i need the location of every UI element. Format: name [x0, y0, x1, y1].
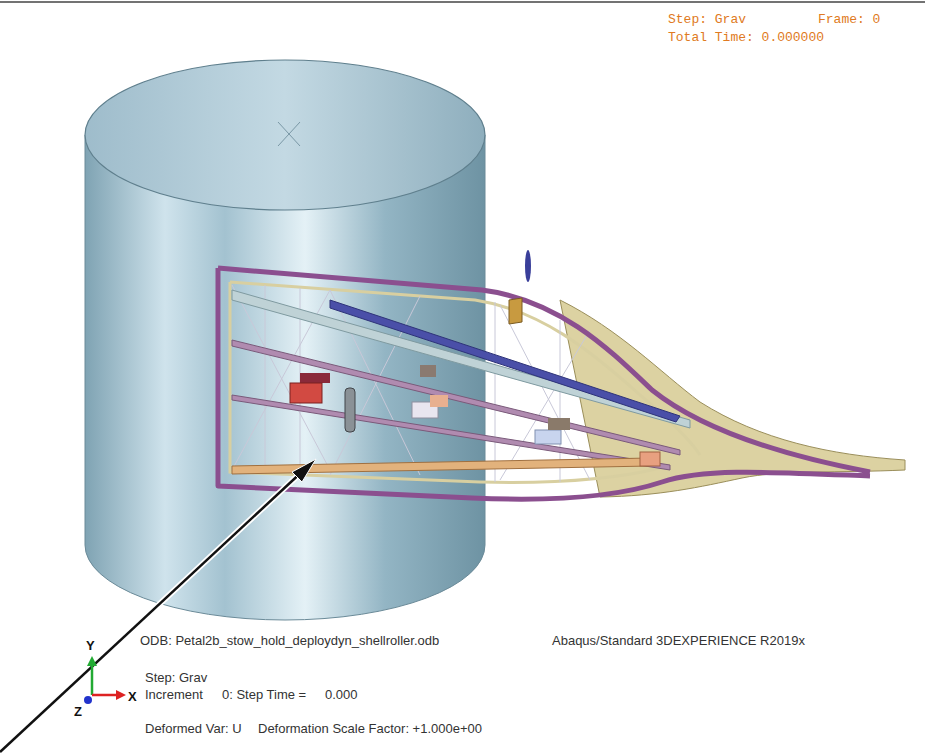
- y-axis-head: [87, 656, 97, 666]
- label-box: Increment: [145, 687, 203, 702]
- petal-frame: [218, 268, 870, 499]
- label-box: Y: [86, 638, 95, 653]
- label-box: Z: [74, 704, 82, 719]
- z-axis: [84, 696, 92, 704]
- cylinder-top: [85, 60, 485, 210]
- axis-label: Y: [86, 638, 95, 653]
- frame-line: [0, 1, 925, 3]
- viewport-text: ODB: Petal2b_stow_hold_deploydyn_shellro…: [140, 633, 439, 648]
- viewport-text: 0.000: [325, 687, 358, 702]
- viewport-text: Deformation Scale Factor: +1.000e+00: [258, 721, 482, 736]
- rail: [232, 340, 680, 455]
- label-box: Abaqus/Standard 3DEXPERIENCE R2019x: [552, 633, 805, 648]
- label-box: Deformed Var: U: [145, 721, 242, 736]
- brace-line: [500, 330, 590, 480]
- component: [420, 365, 436, 377]
- viewport-text: Frame: 0: [818, 12, 880, 27]
- viewport-text: Total Time: 0.000000: [668, 30, 824, 45]
- brace-line: [265, 285, 266, 472]
- viewport-text: 0: Step Time =: [222, 687, 306, 702]
- leader-head: [292, 459, 316, 482]
- axis-label: X: [128, 689, 137, 704]
- label-box: Frame: 0: [818, 12, 880, 27]
- label-box: Total Time: 0.000000: [668, 30, 824, 45]
- leader-line: [0, 468, 306, 752]
- x-axis: [92, 694, 118, 697]
- viewport-text: Step: Grav: [145, 670, 207, 685]
- loose-part: [525, 250, 531, 282]
- label-box: 0: Step Time =: [222, 687, 306, 702]
- y-axis: [91, 664, 94, 695]
- brace-line: [560, 320, 561, 482]
- viewport-text: Step: Grav: [668, 12, 746, 27]
- label-box: Step: Grav: [668, 12, 746, 27]
- blue-band: [330, 300, 680, 422]
- loose-part: [509, 298, 522, 324]
- component: [290, 383, 322, 403]
- label-box: X: [128, 689, 137, 704]
- viewport-text: Deformed Var: U: [145, 721, 242, 736]
- label-box: Deformation Scale Factor: +1.000e+00: [258, 721, 482, 736]
- label-box: ODB: Petal2b_stow_hold_deploydyn_shellro…: [140, 633, 439, 648]
- viewport-text: Increment: [145, 687, 203, 702]
- component: [430, 395, 448, 407]
- component: [300, 373, 330, 383]
- leader-line: [0, 468, 306, 752]
- x-axis-head: [116, 690, 126, 700]
- label-box: Step: Grav: [145, 670, 207, 685]
- brace-line: [495, 302, 496, 482]
- component: [345, 388, 355, 432]
- component: [548, 418, 570, 430]
- component: [535, 430, 561, 444]
- center-mark: [278, 122, 300, 146]
- label-box: 0.000: [325, 687, 358, 702]
- component: [640, 452, 660, 466]
- inner-frame: [230, 282, 700, 482]
- axis-label: Z: [74, 704, 82, 719]
- viewport-text: Abaqus/Standard 3DEXPERIENCE R2019x: [552, 633, 805, 648]
